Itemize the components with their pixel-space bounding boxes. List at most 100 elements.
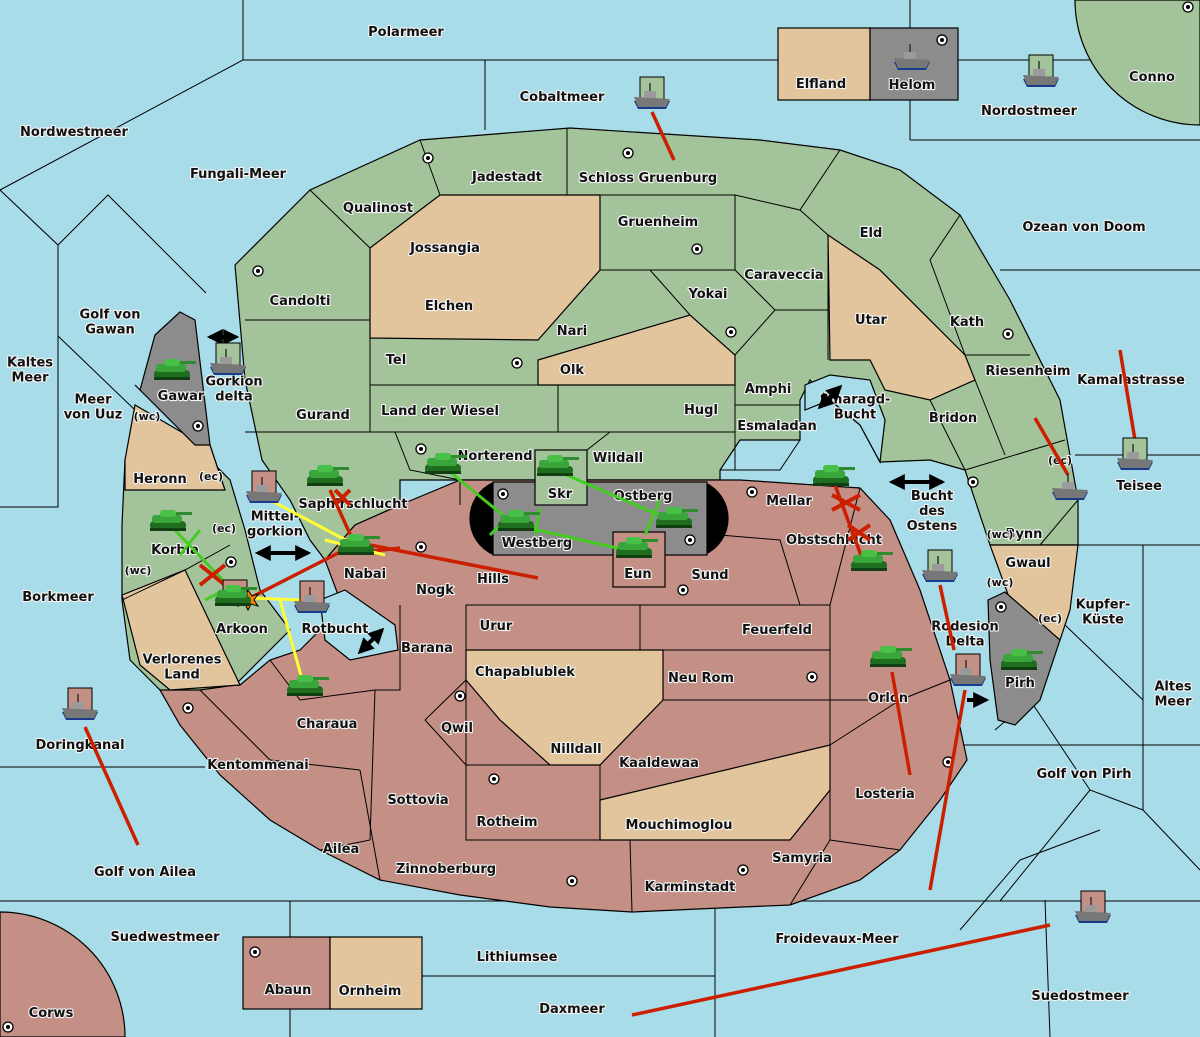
- supply-center-icon: [415, 541, 427, 553]
- label-utar: Utar: [855, 313, 888, 328]
- supply-center-icon: [691, 243, 703, 255]
- label-nordostmeer: Nordostmeer: [981, 104, 1078, 119]
- label-doringkanal: Doringkanal: [35, 738, 124, 753]
- fleet-unit[interactable]: [921, 549, 959, 583]
- supply-center-icon: [995, 601, 1007, 613]
- label-kaaldewaa: Kaaldewaa: [619, 756, 699, 771]
- label-rotheim: Rotheim: [476, 815, 537, 830]
- coast-label: (ec): [199, 470, 223, 483]
- label-ozean-von-doom: Ozean von Doom: [1022, 220, 1145, 235]
- region-conno[interactable]: [1074, 0, 1200, 126]
- label-zinnoberburg: Zinnoberburg: [396, 862, 496, 877]
- label-schloss-gruenburg: Schloss Gruenburg: [579, 171, 717, 186]
- fleet-unit[interactable]: [245, 470, 283, 504]
- label-westberg: Westberg: [502, 536, 572, 551]
- supply-center-icon: [967, 476, 979, 488]
- label-saphirschlucht: Saphirschlucht: [298, 497, 407, 512]
- order-support: [249, 596, 301, 602]
- supply-center-icon: [497, 488, 509, 500]
- label-ailea: Ailea: [323, 842, 360, 857]
- label-jossangia: Jossangia: [409, 241, 480, 256]
- supply-center-icon: [737, 864, 749, 876]
- region-elfland[interactable]: [777, 27, 871, 101]
- label-skr: Skr: [548, 487, 573, 502]
- label-gawar: Gawar: [158, 389, 205, 404]
- fleet-unit[interactable]: [209, 342, 247, 376]
- region-ornheim[interactable]: [329, 936, 423, 1010]
- label-heronn: Heronn: [133, 472, 187, 487]
- label-golf-von-pirh: Golf von Pirh: [1036, 767, 1131, 782]
- region-corws[interactable]: [0, 911, 126, 1037]
- coast-label: (ec): [1038, 612, 1062, 625]
- supply-center-icon: [511, 357, 523, 369]
- supply-center-icon: [746, 486, 758, 498]
- continent: [121, 127, 1079, 913]
- label-orlon: Orlon: [868, 691, 908, 706]
- order-support: [269, 498, 356, 547]
- label-yokai: Yokai: [687, 287, 727, 302]
- label-sund: Sund: [691, 568, 728, 583]
- fleet-unit[interactable]: [293, 580, 331, 614]
- fleet-unit[interactable]: [1074, 890, 1112, 924]
- label-charaua: Charaua: [297, 717, 358, 732]
- label-qualinost: Qualinost: [343, 201, 413, 216]
- fleet-unit[interactable]: [633, 76, 671, 110]
- label-wildall: Wildall: [593, 451, 643, 466]
- coast-label: (wc): [987, 528, 1014, 541]
- supply-center-icon: [249, 946, 261, 958]
- label-sottovia: Sottovia: [387, 793, 448, 808]
- supply-center-icon: [2, 1021, 14, 1033]
- label-karminstadt: Karminstadt: [645, 880, 736, 895]
- supply-center-icon: [936, 34, 948, 46]
- label-gurand: Gurand: [296, 408, 350, 423]
- label-samyria: Samyria: [772, 851, 832, 866]
- label-abaun: Abaun: [265, 983, 312, 998]
- label-pirh: Pirh: [1005, 676, 1035, 691]
- label-golf-von-ailea: Golf von Ailea: [94, 865, 196, 880]
- order-move: [650, 111, 676, 161]
- passage-arrow-rotbucht: [357, 627, 385, 655]
- supply-center-icon: [252, 265, 264, 277]
- label-nordwestmeer: Nordwestmeer: [20, 125, 128, 140]
- order-move: [928, 689, 967, 891]
- label-mellar: Mellar: [766, 494, 812, 509]
- label-daxmeer: Daxmeer: [539, 1002, 605, 1017]
- label-barana: Barana: [401, 641, 453, 656]
- label-qwil: Qwil: [441, 721, 473, 736]
- supply-center-icon: [677, 584, 689, 596]
- fleet-unit[interactable]: [1022, 54, 1060, 88]
- label-kamalastrasse: Kamalastrasse: [1077, 373, 1185, 388]
- label-hills: Hills: [477, 572, 509, 587]
- region-gwaul[interactable]: [989, 544, 1079, 642]
- region-verlorenes-land[interactable]: [121, 569, 241, 691]
- fleet-unit[interactable]: [1116, 437, 1154, 471]
- failed-order-cross: [333, 488, 352, 507]
- label-ostberg: Ostberg: [614, 489, 673, 504]
- label-olk: Olk: [560, 363, 585, 378]
- label-eld: Eld: [860, 226, 883, 241]
- fleet-unit[interactable]: [61, 687, 99, 721]
- passage-arrow-smaragd: [817, 384, 843, 410]
- label-conno: Conno: [1129, 70, 1175, 85]
- label-nabai: Nabai: [344, 567, 386, 582]
- supply-center-icon: [725, 326, 737, 338]
- label-nogk: Nogk: [416, 583, 454, 598]
- label-teisee: Teisee: [1116, 479, 1162, 494]
- fleet-unit[interactable]: [949, 653, 987, 687]
- label-helom: Helom: [889, 78, 936, 93]
- supply-center-icon: [192, 420, 204, 432]
- order-move: [890, 671, 912, 776]
- label-arkoon: Arkoon: [216, 622, 268, 637]
- army-unit[interactable]: [215, 579, 257, 606]
- label-nilldall: Nilldall: [550, 742, 601, 757]
- label-ornheim: Ornheim: [339, 984, 402, 999]
- coast-label: (ec): [212, 522, 236, 535]
- supply-center-icon: [806, 671, 818, 683]
- units: [61, 43, 1154, 924]
